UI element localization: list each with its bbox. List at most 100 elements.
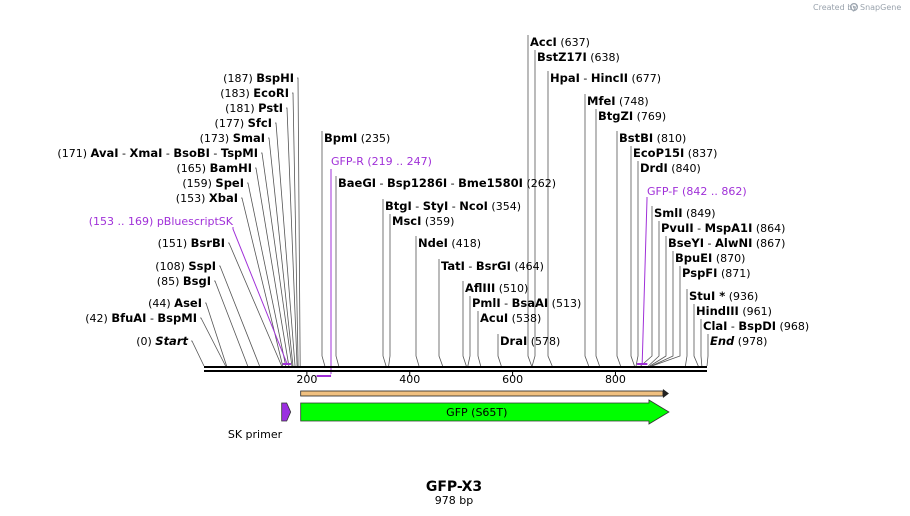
site-bpmi[interactable]: BpmI (235) <box>324 131 390 145</box>
enzyme-name: BspDI <box>738 319 776 333</box>
site-label: BpuEI (870) <box>675 251 745 265</box>
site-position: (748) <box>616 95 649 108</box>
enzyme-name: NdeI <box>418 236 448 250</box>
site-label: PvuII - MspA1I (864) <box>661 221 785 235</box>
site-leader <box>438 259 444 367</box>
site-end[interactable]: End (978) <box>710 334 767 348</box>
site-smli[interactable]: SmlI (849) <box>654 206 716 220</box>
site-ecop15i[interactable]: EcoP15I (837) <box>633 146 717 160</box>
site-spei[interactable]: (159) SpeI <box>182 176 244 190</box>
site-position: (418) <box>448 237 481 250</box>
site-bstbi[interactable]: BstBI (810) <box>619 131 686 145</box>
feature-gfp-s65t[interactable]: GFP (S65T) <box>300 399 670 425</box>
site-label: (151) BsrBI <box>158 236 225 250</box>
site-pmli[interactable]: PmlI - BsaAI (513) <box>472 296 581 310</box>
site-afliii[interactable]: AflIII (510) <box>465 281 528 295</box>
site-position: (42) <box>85 312 111 325</box>
site-position: (183) <box>220 87 253 100</box>
site-leader <box>651 251 674 367</box>
enzyme-name: SfcI <box>248 116 272 130</box>
primer-gfp-r[interactable]: GFP-R (219 .. 247) <box>316 155 432 377</box>
enzyme-name: XmaI <box>129 146 162 160</box>
site-leader <box>292 92 299 367</box>
enzyme-name: MscI <box>392 214 421 228</box>
site-leader <box>388 214 391 367</box>
site-leader <box>706 334 709 367</box>
site-position: (870) <box>712 252 745 265</box>
site-label: DrdI (840) <box>640 161 701 175</box>
site-leader <box>219 265 260 367</box>
site-hpai[interactable]: HpaI - HincII (677) <box>550 71 661 85</box>
site-position: (510) <box>495 282 528 295</box>
site-label: (171) AvaI - XmaI - BsoBI - TspMI <box>57 146 258 160</box>
orf-bar[interactable] <box>300 389 669 398</box>
site-drdi[interactable]: DrdI (840) <box>640 161 701 175</box>
site-clai[interactable]: ClaI - BspDI (968) <box>703 319 809 333</box>
site-sfci[interactable]: (177) SfcI <box>215 116 272 130</box>
site-pspfi[interactable]: PspFI (871) <box>682 266 751 280</box>
site-smai[interactable]: (173) SmaI <box>200 131 265 145</box>
site-position: (177) <box>215 117 248 130</box>
site-bamhi[interactable]: (165) BamHI <box>177 161 253 175</box>
site-position: (837) <box>684 147 717 160</box>
primer-pbluescriptsk[interactable]: (153 .. 169) pBluescriptSK <box>89 215 291 365</box>
site-leader <box>261 152 293 367</box>
site-leader <box>335 176 340 367</box>
site-xbai[interactable]: (153) XbaI <box>176 191 238 205</box>
enzyme-name: NcoI <box>459 199 488 213</box>
site-label: NdeI (418) <box>418 236 481 250</box>
enzyme-name: StyI <box>423 199 449 213</box>
site-acui[interactable]: AcuI (538) <box>480 311 541 325</box>
site-avai[interactable]: (171) AvaI - XmaI - BsoBI - TspMI <box>57 146 258 160</box>
site-leader <box>382 199 387 367</box>
site-position: (578) <box>527 335 560 348</box>
site-position: (235) <box>357 132 390 145</box>
enzyme-name: XbaI <box>209 191 238 205</box>
site-pvuii[interactable]: PvuII - MspA1I (864) <box>661 221 785 235</box>
site-label: (181) PstI <box>225 101 283 115</box>
site-msci[interactable]: MscI (359) <box>392 214 454 228</box>
site-bfuai[interactable]: (42) BfuAI - BspMI <box>85 311 197 325</box>
site-bstz17i[interactable]: BstZ17I (638) <box>537 50 620 64</box>
site-btgzi[interactable]: BtgZI (769) <box>598 109 666 123</box>
site-label: BstZ17I (638) <box>537 50 620 64</box>
site-tati[interactable]: TatI - BsrGI (464) <box>441 259 544 273</box>
site-start[interactable]: (0) Start <box>136 334 188 348</box>
site-sspi[interactable]: (108) SspI <box>155 259 216 273</box>
site-drai[interactable]: DraI (578) <box>500 334 560 348</box>
feature-track: SK primer GFP (S65T) <box>228 389 670 441</box>
enzyme-name: SspI <box>188 259 216 273</box>
primer-gfp-f[interactable]: GFP-F (842 .. 862) <box>637 185 747 365</box>
site-leader <box>214 280 249 367</box>
site-bsphi[interactable]: (187) BspHI <box>223 71 294 85</box>
site-position: (0) <box>136 335 155 348</box>
site-baegi[interactable]: BaeGI - Bsp1286I - Bme1580I (262) <box>338 176 556 190</box>
enzyme-name: BstBI <box>619 131 653 145</box>
site-btgi[interactable]: BtgI - StyI - NcoI (354) <box>385 199 521 213</box>
site-label: StuI * (936) <box>689 289 758 303</box>
site-mfei[interactable]: MfeI (748) <box>587 94 649 108</box>
enzyme-name: AflIII <box>465 281 495 295</box>
site-leader <box>497 334 502 367</box>
site-bseyi[interactable]: BseYI - AlwNI (867) <box>668 236 785 250</box>
site-position: (867) <box>752 237 785 250</box>
site-label: (0) Start <box>136 334 188 348</box>
site-ndei[interactable]: NdeI (418) <box>418 236 481 250</box>
site-asei[interactable]: (44) AseI <box>148 296 202 310</box>
site-bpuei[interactable]: BpuEI (870) <box>675 251 745 265</box>
site-ecori[interactable]: (183) EcoRI <box>220 86 289 100</box>
site-leader <box>268 137 294 367</box>
feature-sk-primer[interactable]: SK primer <box>228 402 292 441</box>
site-bsrbi[interactable]: (151) BsrBI <box>158 236 225 250</box>
tick-label: 200 <box>296 373 317 386</box>
site-hindiii[interactable]: HindIII (961) <box>696 304 772 318</box>
tick-label: 600 <box>502 373 523 386</box>
tick-200: 200 <box>296 372 317 386</box>
site-psti[interactable]: (181) PstI <box>225 101 283 115</box>
site-leader <box>648 221 660 367</box>
site-acci[interactable]: AccI (637) <box>530 35 590 49</box>
site-bsgi[interactable]: (85) BsgI <box>157 274 211 288</box>
enzyme-name: BfuAI <box>111 311 146 325</box>
enzyme-name: BspMI <box>157 311 197 325</box>
site-stui[interactable]: StuI * (936) <box>689 289 758 303</box>
